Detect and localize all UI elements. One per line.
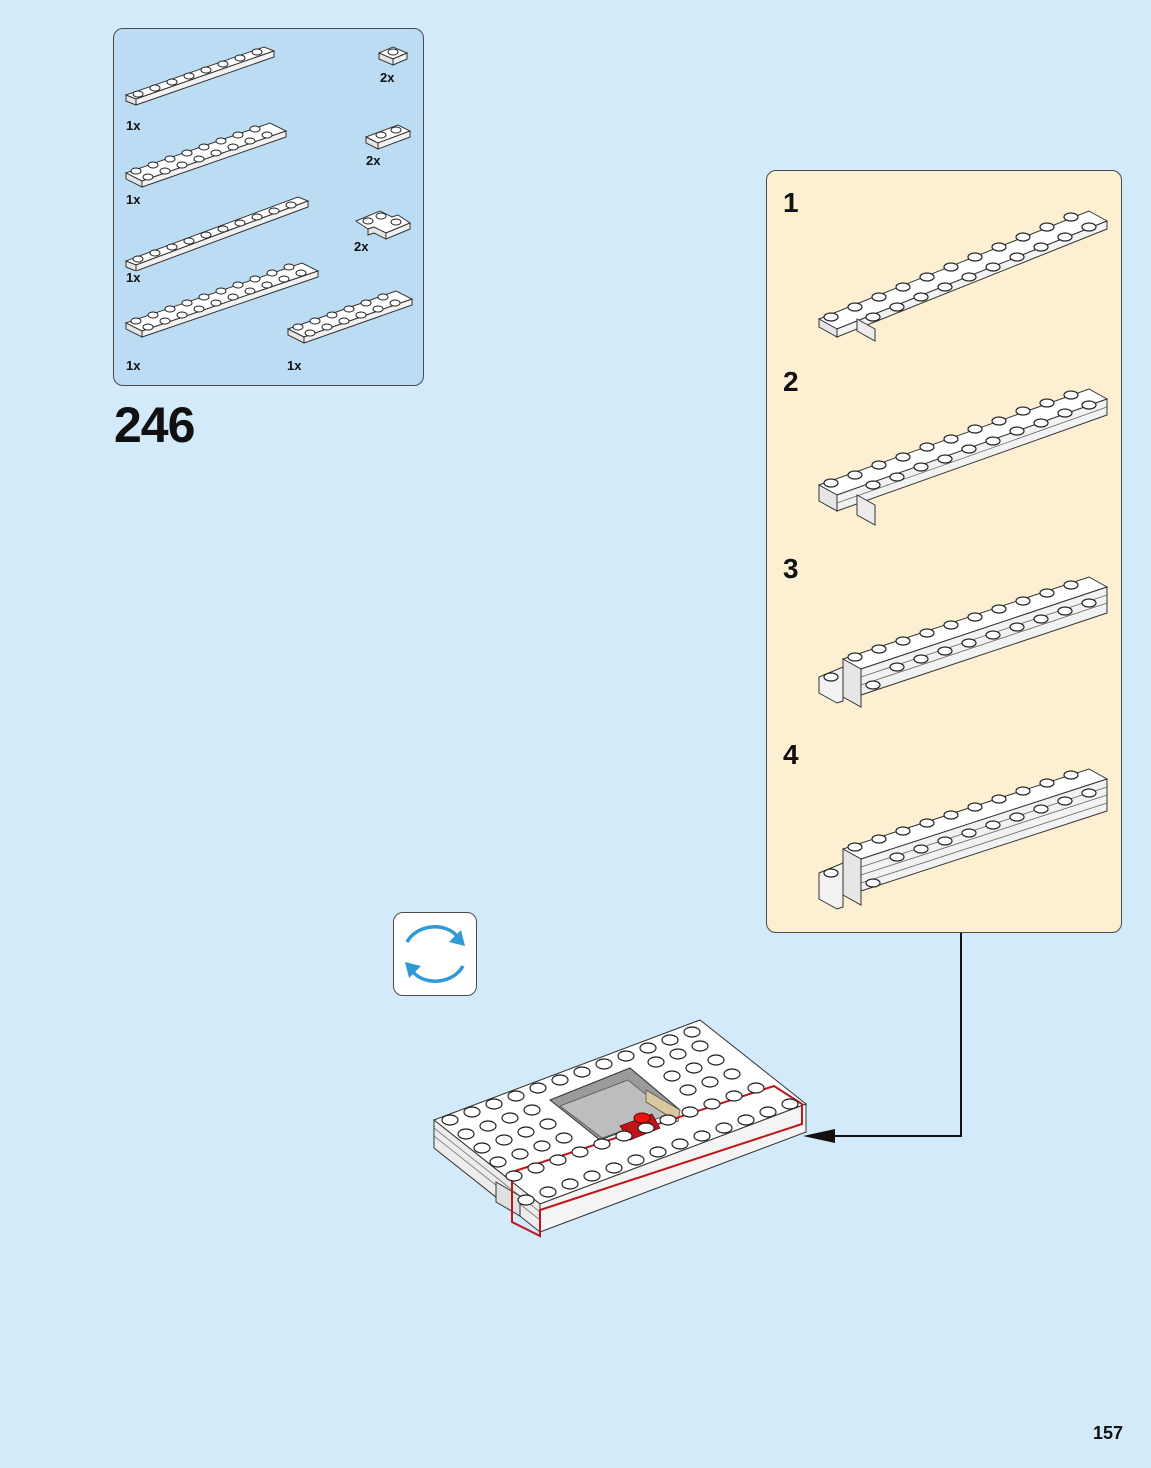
substep-1-model <box>817 210 1109 342</box>
qty-plate-1x1: 2x <box>380 70 395 85</box>
substep-2-model <box>817 388 1109 526</box>
qty-plate-1x10: 1x <box>126 270 141 285</box>
qty-plate-2x8: 1x <box>126 192 141 207</box>
plate-1x2-part <box>364 124 412 150</box>
substep-3-model <box>818 576 1109 708</box>
substep-label-3: 3 <box>783 553 799 584</box>
plate-1x8-part <box>124 46 276 106</box>
substep-label-2: 2 <box>783 366 799 397</box>
page-number: 157 <box>1092 1423 1123 1443</box>
qty-plate-2x6: 1x <box>287 358 302 373</box>
qty-plate-2x10: 1x <box>126 358 141 373</box>
main-assembly-model <box>432 1019 808 1238</box>
substep-4-model <box>818 768 1109 910</box>
qty-corner-plate-2x2: 2x <box>354 239 369 254</box>
substep-label-1: 1 <box>783 187 799 218</box>
plate-2x10-part <box>124 262 320 338</box>
step-number: 246 <box>114 397 195 453</box>
rotate-model-icon <box>405 925 465 983</box>
qty-plate-1x8: 1x <box>126 118 141 133</box>
qty-plate-1x2: 2x <box>366 153 381 168</box>
plate-2x8-part <box>124 122 288 188</box>
corner-plate-2x2-part <box>354 210 412 240</box>
substep-box: 1 2 3 <box>766 170 1122 933</box>
plate-2x6-part <box>286 290 414 344</box>
plate-1x1-part <box>377 46 409 66</box>
parts-list-box: 1x 1x 1x 1x <box>113 28 424 386</box>
substep-label-4: 4 <box>783 739 799 770</box>
plate-1x10-part <box>124 196 310 271</box>
rotate-model-box <box>393 912 477 996</box>
